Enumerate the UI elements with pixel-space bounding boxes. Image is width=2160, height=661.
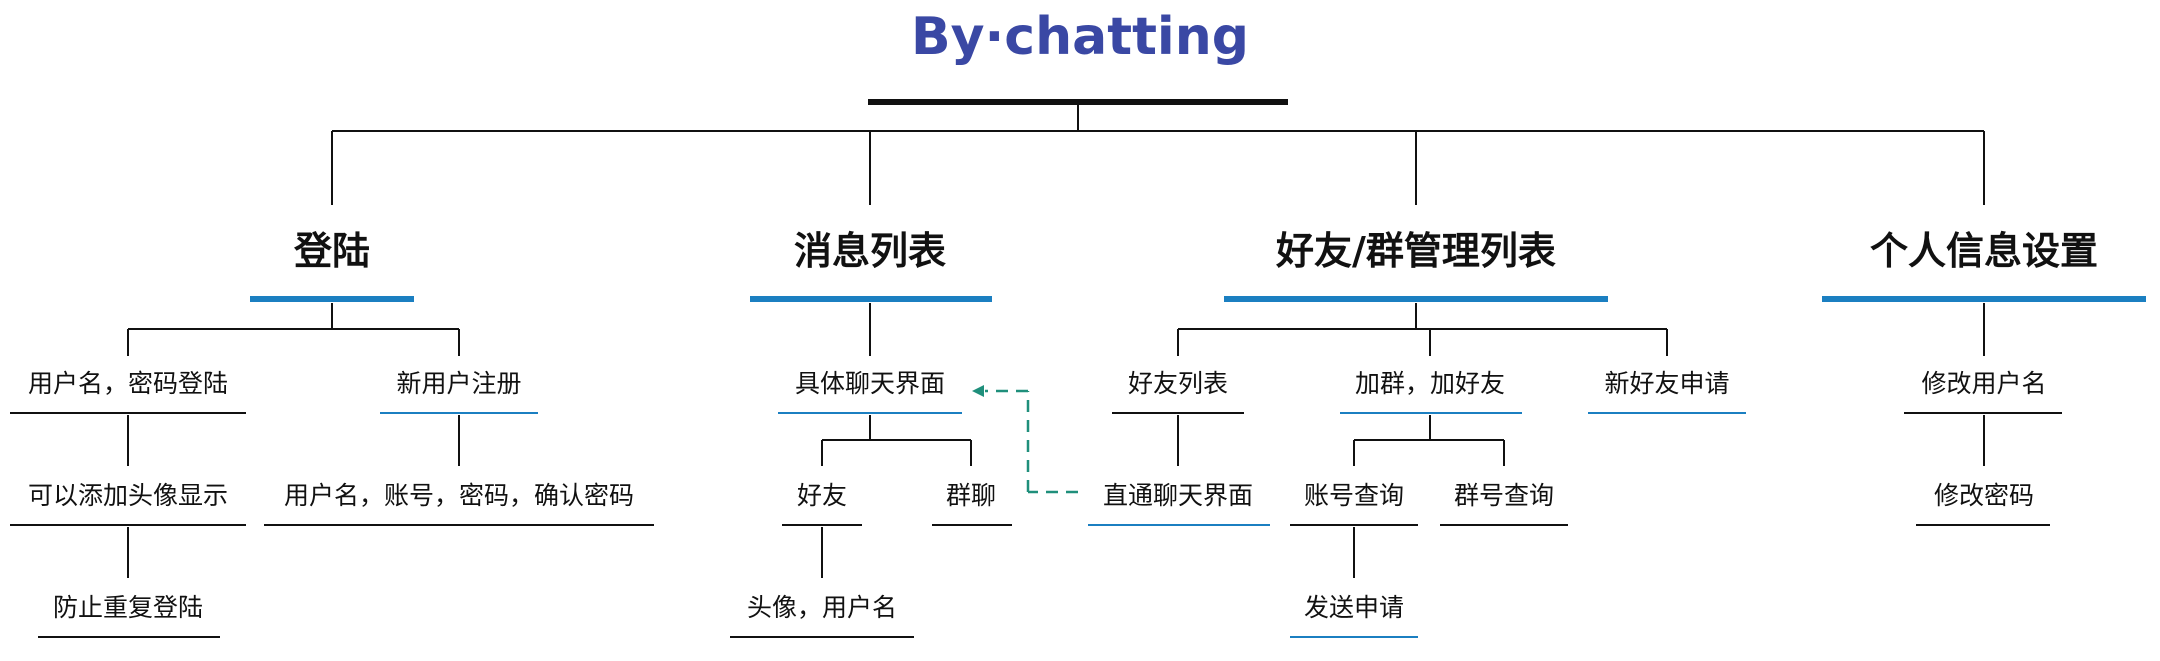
category-title: 消息列表 <box>793 229 947 273</box>
diagram-title: By·chatting <box>911 7 1249 67</box>
node-2-0: 好友列表 <box>1127 369 1229 398</box>
node-2-3: 直通聊天界面 <box>1102 481 1254 510</box>
category-title: 登陆 <box>293 229 371 273</box>
category-title: 个人信息设置 <box>1869 229 2099 273</box>
node-1-0: 具体聊天界面 <box>794 369 946 398</box>
node-0-3: 用户名，账号，密码，确认密码 <box>283 481 635 510</box>
node-1-1: 好友 <box>796 481 848 510</box>
node-1-2: 群聊 <box>945 481 997 510</box>
node-2-2: 新好友申请 <box>1604 369 1730 398</box>
node-0-0: 用户名，密码登陆 <box>27 369 229 398</box>
node-0-1: 新用户注册 <box>396 369 522 398</box>
node-3-0: 修改用户名 <box>1921 369 2047 398</box>
node-0-2: 可以添加头像显示 <box>27 481 229 510</box>
node-0-4: 防止重复登陆 <box>52 593 204 622</box>
node-2-5: 群号查询 <box>1453 481 1555 510</box>
node-2-6: 发送申请 <box>1303 593 1405 622</box>
node-1-3: 头像，用户名 <box>746 593 898 622</box>
category-title: 好友/群管理列表 <box>1276 229 1556 273</box>
node-3-1: 修改密码 <box>1933 481 2035 510</box>
dashed-link-arrowhead <box>972 385 984 397</box>
node-2-4: 账号查询 <box>1303 481 1405 510</box>
node-2-1: 加群，加好友 <box>1354 369 1506 398</box>
